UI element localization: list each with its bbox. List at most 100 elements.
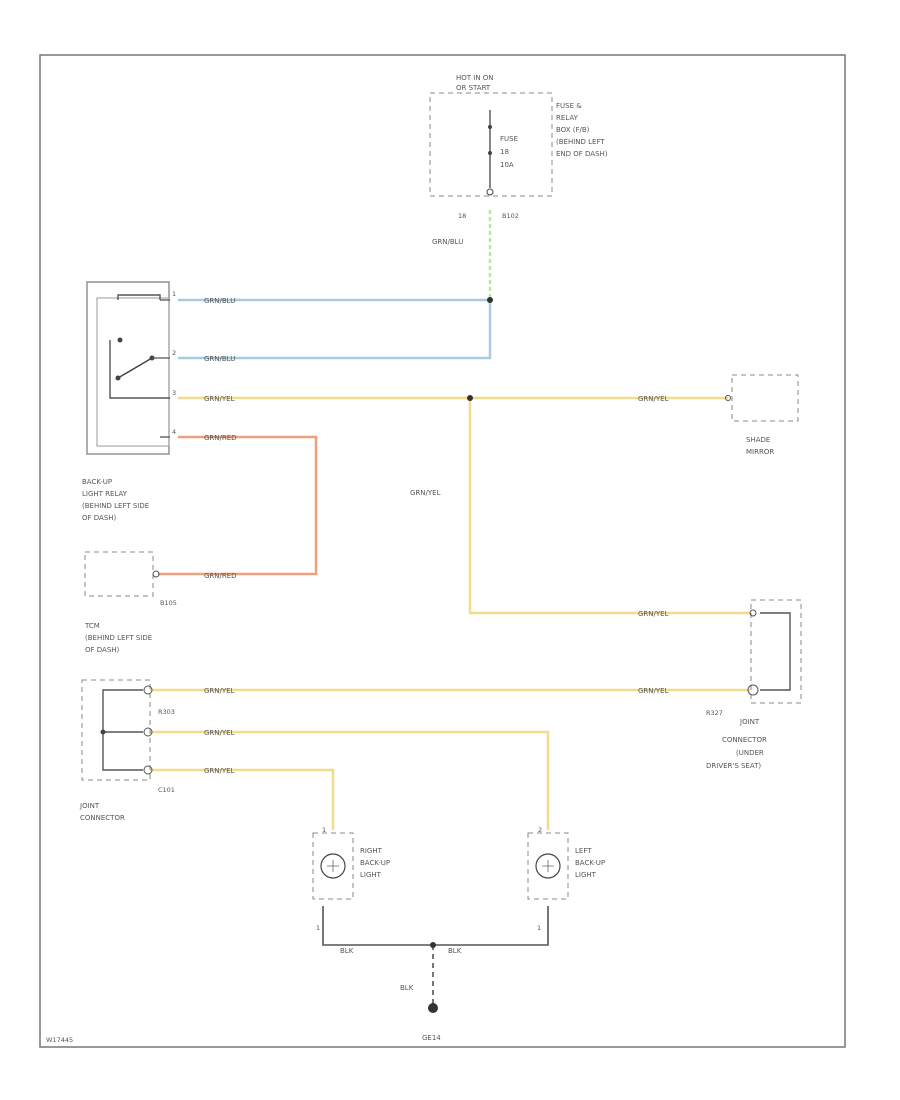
bulb-icon — [320, 853, 346, 879]
fuse-label: FUSE — [500, 135, 518, 143]
svg-text:JOINT: JOINT — [79, 802, 100, 810]
tcm-outline — [84, 551, 154, 597]
svg-text:LIGHT RELAY: LIGHT RELAY — [82, 490, 128, 498]
wire-label: BLK — [340, 947, 354, 955]
pin-label: R327 — [706, 709, 723, 717]
left-backup-light: 2 1 LEFT BACK-UP LIGHT — [527, 826, 605, 932]
wire-label: GRN/YEL — [204, 687, 235, 695]
joint-right-bus — [760, 612, 791, 691]
pin-label: 1 — [172, 290, 176, 298]
wire-label: GRN/YEL — [204, 767, 235, 775]
wire-grn-red — [158, 435, 318, 576]
relay-outline — [86, 281, 170, 455]
pin-label: 3 — [172, 389, 176, 397]
svg-text:LIGHT: LIGHT — [360, 871, 382, 879]
diagram-frame — [39, 54, 846, 1048]
wire-label: GRN/YEL — [204, 395, 235, 403]
shade-mirror: SHADE MIRROR — [725, 374, 799, 456]
svg-text:MIRROR: MIRROR — [746, 448, 774, 456]
svg-text:(BEHIND LEFT SIDE: (BEHIND LEFT SIDE — [85, 634, 152, 642]
wires — [150, 210, 750, 1005]
wire-blk-ground — [322, 906, 549, 946]
svg-text:OF DASH): OF DASH) — [82, 514, 117, 522]
pin-label: C101 — [158, 786, 175, 794]
svg-text:OR START: OR START — [456, 84, 491, 92]
fuse-node — [488, 125, 492, 129]
figure-code: W17445 — [46, 1036, 73, 1044]
svg-text:END OF DASH): END OF DASH) — [556, 150, 608, 158]
shade-mirror-outline — [731, 374, 799, 422]
svg-text:DRIVER'S SEAT): DRIVER'S SEAT) — [706, 762, 761, 770]
wire-label: GRN/YEL — [638, 610, 669, 618]
right-lamp-outline — [312, 832, 354, 900]
ground-label: GE14 — [422, 1034, 441, 1042]
fuse-node — [488, 151, 492, 155]
svg-text:(UNDER: (UNDER — [736, 749, 764, 757]
wire-grn-yel-drop — [468, 398, 750, 615]
svg-text:(BEHIND LEFT SIDE: (BEHIND LEFT SIDE — [82, 502, 149, 510]
pin-label: 2 — [172, 349, 176, 357]
pin-label: R303 — [158, 708, 175, 716]
joint-left-outline — [81, 679, 151, 781]
wire-label: GRN/YEL — [638, 687, 669, 695]
wire-label: GRN/BLU — [204, 355, 235, 363]
svg-text:BACK-UP: BACK-UP — [360, 859, 390, 867]
svg-text:OF DASH): OF DASH) — [85, 646, 120, 654]
fuse-relay-box: HOT IN ON OR START FUSE 18 10A FUSE & RE… — [429, 74, 608, 220]
svg-text:(BEHIND LEFT: (BEHIND LEFT — [556, 138, 605, 146]
joint-right-outline — [750, 599, 802, 704]
wire-label: GRN/RED — [204, 572, 237, 580]
svg-text:HOT IN ON: HOT IN ON — [456, 74, 494, 82]
svg-text:RELAY: RELAY — [556, 114, 579, 122]
wire-label: GRN/YEL — [410, 489, 441, 497]
splice-dot — [487, 297, 493, 303]
pin-label: B102 — [502, 212, 519, 220]
wire-grn-blu — [178, 298, 492, 360]
svg-text:JOINT: JOINT — [739, 718, 760, 726]
wire-label: BLK — [448, 947, 462, 955]
wire-label: GRN/BLU — [204, 297, 235, 305]
relay-coil — [117, 294, 161, 300]
fuse-terminal — [486, 188, 494, 196]
bulb-icon — [535, 853, 561, 879]
relay-switch-arm — [117, 357, 153, 379]
wire-label: GRN/BLU — [432, 238, 463, 246]
svg-text:FUSE &: FUSE & — [556, 102, 582, 110]
pin-label: 1 — [316, 924, 320, 932]
splice-dot — [467, 395, 473, 401]
relay-switch-path — [109, 340, 170, 399]
pin-label: 2 — [538, 826, 542, 834]
svg-text:BOX (F/B): BOX (F/B) — [556, 126, 590, 134]
fuse-box-outline — [429, 92, 553, 197]
joint-left-bus — [102, 689, 143, 771]
splice-dot — [430, 942, 436, 948]
pin-label: 4 — [172, 428, 176, 436]
svg-text:LEFT: LEFT — [575, 847, 592, 855]
left-lamp-outline — [527, 832, 569, 900]
ground-point — [428, 1003, 438, 1013]
wire-grn-yel-left-lamp — [150, 730, 550, 830]
wire-grn-yel-right-lamp — [150, 768, 335, 830]
svg-text:RIGHT: RIGHT — [360, 847, 383, 855]
pin-label: 1 — [322, 826, 326, 834]
fuse-label: 10A — [500, 161, 514, 169]
wire-label: GRN/YEL — [204, 729, 235, 737]
wire-label: GRN/YEL — [638, 395, 669, 403]
wire-label: GRN/RED — [204, 434, 237, 442]
svg-text:TCM: TCM — [84, 622, 100, 630]
tcm-terminal — [152, 570, 160, 578]
svg-text:BACK-UP: BACK-UP — [575, 859, 605, 867]
right-backup-light: 1 1 RIGHT BACK-UP LIGHT — [312, 826, 390, 932]
backup-light-relay: 1 2 3 4 BACK-UP LIGHT RELAY (BEHIND LEFT… — [82, 281, 176, 522]
joint-connector-right: R327 JOINT CONNECTOR (UNDER DRIVER'S SEA… — [706, 599, 802, 770]
relay-inner — [96, 297, 170, 447]
wire-label: BLK — [400, 984, 414, 992]
fuse-label: 18 — [500, 148, 509, 156]
pin-label: 1 — [537, 924, 541, 932]
tcm: B105 TCM (BEHIND LEFT SIDE OF DASH) — [84, 551, 177, 654]
svg-text:BACK-UP: BACK-UP — [82, 478, 112, 486]
svg-text:SHADE: SHADE — [746, 436, 770, 444]
svg-text:CONNECTOR: CONNECTOR — [722, 736, 767, 744]
